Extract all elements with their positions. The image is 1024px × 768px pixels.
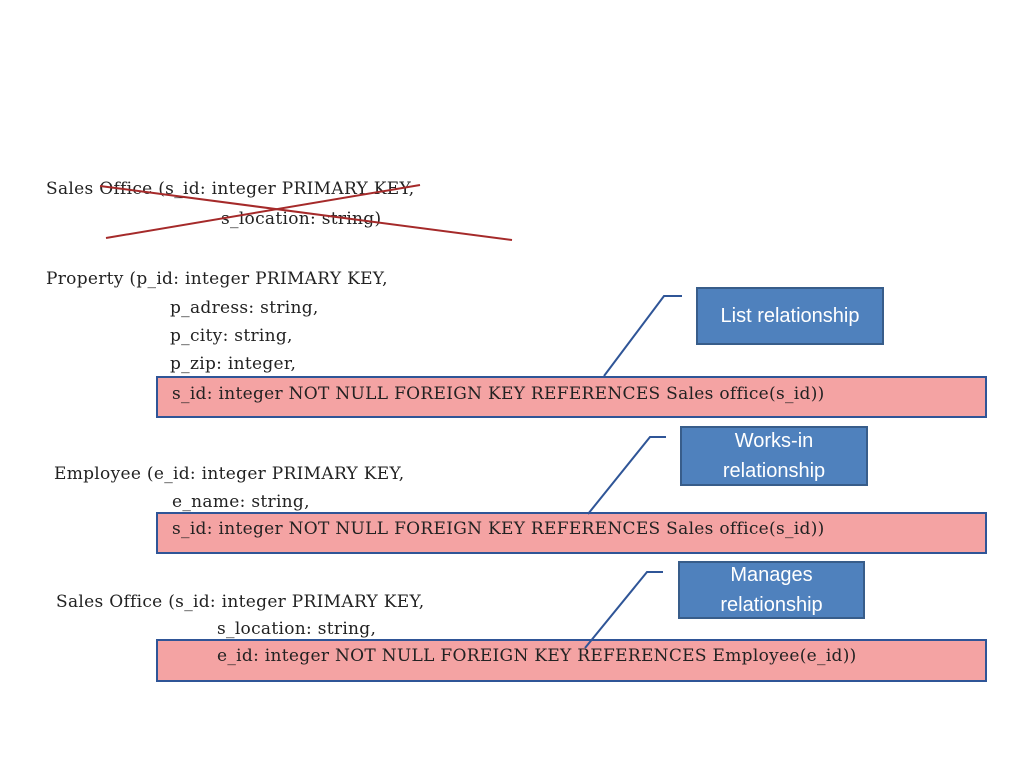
employee-line2: e_name: string, bbox=[172, 492, 310, 512]
employee-fk-highlight bbox=[156, 512, 987, 554]
property-line2: p_adress: string, bbox=[170, 298, 319, 318]
property-line1: Property (p_id: integer PRIMARY KEY, bbox=[46, 269, 388, 289]
works-in-callout: Works-in relationship bbox=[680, 426, 868, 486]
manages-callout: Manages relationship bbox=[678, 561, 865, 619]
employee-line1: Employee (e_id: integer PRIMARY KEY, bbox=[54, 464, 405, 484]
works-in-leader bbox=[587, 436, 666, 515]
sales-office-old-line1: Sales Office (s_id: integer PRIMARY KEY, bbox=[46, 179, 415, 199]
list-relationship-callout: List relationship bbox=[696, 287, 884, 345]
list-relationship-leader bbox=[603, 295, 682, 377]
sales-office-new-line2: s_location: string, bbox=[217, 619, 377, 639]
property-fk-highlight bbox=[156, 376, 987, 418]
manages-leader bbox=[584, 571, 663, 649]
sales-office-fk-line: e_id: integer NOT NULL FOREIGN KEY REFER… bbox=[217, 646, 857, 666]
manages-label-line2: relationship bbox=[720, 594, 823, 616]
list-relationship-label: List relationship bbox=[720, 305, 860, 327]
works-in-label-line1: Works-in bbox=[734, 430, 814, 452]
works-in-label-line2: relationship bbox=[722, 460, 826, 482]
employee-fk-line: s_id: integer NOT NULL FOREIGN KEY REFER… bbox=[172, 519, 825, 539]
sales-office-new-line1: Sales Office (s_id: integer PRIMARY KEY, bbox=[56, 592, 425, 612]
sales-office-old-line2: s_location: string) bbox=[221, 209, 382, 229]
sales-office-fk-highlight bbox=[156, 639, 987, 682]
property-fk-line: s_id: integer NOT NULL FOREIGN KEY REFER… bbox=[172, 384, 825, 404]
manages-label-line1: Manages bbox=[730, 564, 813, 586]
property-line3: p_city: string, bbox=[170, 326, 293, 346]
property-line4: p_zip: integer, bbox=[170, 354, 297, 374]
